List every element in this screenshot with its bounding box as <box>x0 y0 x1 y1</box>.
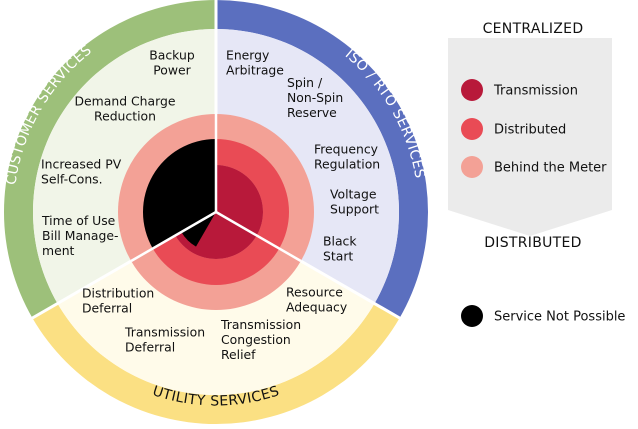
iso-band <box>216 0 428 318</box>
sector-divider <box>30 259 132 320</box>
legend-swatch-2 <box>461 118 483 140</box>
legend-swatch-1 <box>461 79 483 101</box>
sector-divider <box>300 259 402 320</box>
centralized-arrow <box>448 38 612 236</box>
scale-bottom-label: DISTRIBUTED <box>484 235 582 251</box>
ring-divider <box>130 210 217 263</box>
legend-label-3: Behind the Meter <box>494 161 607 176</box>
legend-label-4: Service Not Possible <box>494 310 625 325</box>
legend: CENTRALIZED DISTRIBUTED TransmissionDistri… <box>448 21 625 327</box>
scale-top-label: CENTRALIZED <box>483 21 584 37</box>
legend-swatch-3 <box>461 156 483 178</box>
legend-label-1: Transmission <box>493 84 578 99</box>
utility-band <box>32 303 400 425</box>
ring-divider <box>215 210 302 263</box>
legend-label-2: Distributed <box>494 123 566 138</box>
legend-swatch-4 <box>461 305 483 327</box>
distributed-ring <box>152 139 289 285</box>
customer-band <box>3 0 217 318</box>
not-possible-wedge-small <box>181 212 216 247</box>
